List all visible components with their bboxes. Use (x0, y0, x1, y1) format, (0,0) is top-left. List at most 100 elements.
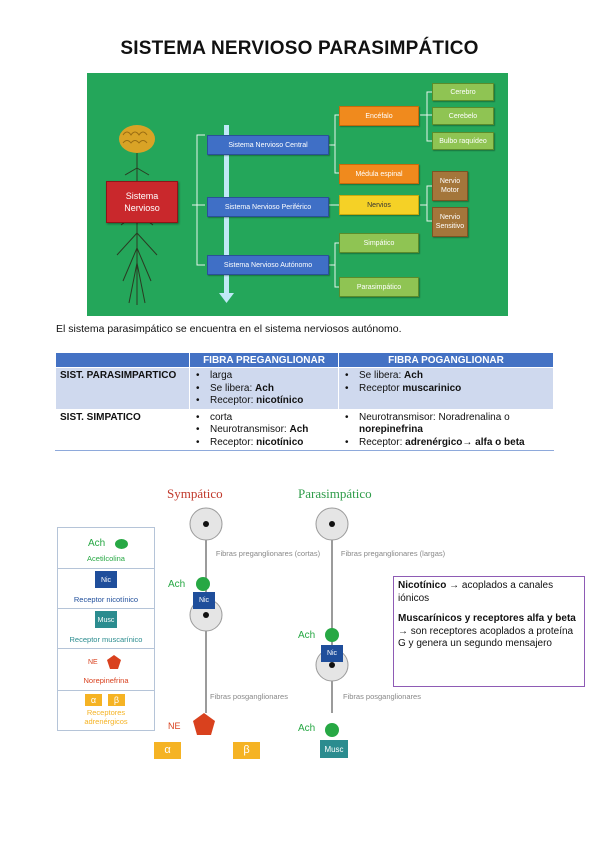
node-nervio-motor: Nervio Motor (432, 171, 468, 201)
table-header-empty (55, 352, 190, 368)
sym-ne-label: NE (168, 721, 181, 731)
fibras-pre-largas-label: Fibras preganglionares (largas) (340, 549, 446, 558)
node-parasimpatico: Parasimpático (339, 277, 419, 297)
table-header-post: FIBRA POGANGLIONAR (338, 352, 554, 368)
receptor-note-box: Nicotínico → acoplados a canales iónicos… (393, 576, 585, 687)
para-ach-dot-icon (325, 628, 339, 642)
node-nervio-sensitivo-label: Nervio Sensitivo (435, 214, 465, 230)
node-root: Sistema Nervioso (106, 181, 178, 223)
ach-dot-icon (115, 539, 128, 549)
encefalo-bracket (420, 91, 432, 142)
intro-text: El sistema parasimpático se encuentra en… (56, 323, 402, 335)
sympathetic-title: Sympático (167, 486, 223, 501)
list-item: Receptor muscarinico (345, 383, 549, 396)
node-cerebro-label: Cerebro (450, 88, 476, 96)
note-nicotinico: Nicotínico → acoplados a canales iónicos (398, 580, 554, 604)
node-root-label: Sistema Nervioso (124, 191, 160, 213)
ne-pentagon-icon (107, 655, 121, 669)
node-autonomo-label: Sistema Nervioso Autónomo (223, 261, 313, 269)
legend-nic-label: Receptor nicotínico (73, 595, 139, 604)
node-central: Sistema Nervioso Central (207, 135, 329, 155)
legend-ach-label: Ach (88, 538, 106, 549)
node-nervios: Nervios (339, 195, 419, 215)
node-cerebelo: Cerebelo (432, 107, 494, 125)
sym-ach-dot-icon (196, 577, 210, 591)
page-title: SISTEMA NERVIOSO PARASIMPÁTICO (120, 38, 479, 59)
list-item: Se libera: Ach (196, 383, 334, 396)
note-muscarinicos: Muscarínicos y receptores alfa y beta → … (398, 613, 576, 649)
node-periferico: Sistema Nervioso Periférico (207, 197, 329, 217)
legend-acetilcolina-label: Acetilcolina (87, 554, 125, 563)
node-medula: Médula espinal (339, 164, 419, 184)
row-label: SIST. SIMPATICO (55, 408, 190, 451)
list-item: corta (196, 412, 334, 425)
list-item: Receptor: nicotínico (196, 437, 334, 450)
para-neuron-1 (315, 507, 349, 541)
node-medula-label: Médula espinal (355, 170, 403, 178)
legend-adrenergic: α β Receptores adrenérgicos (58, 690, 154, 730)
table-row: SIST. SIMPATICO corta Neurotransmisor: A… (55, 408, 554, 451)
node-nervio-motor-label: Nervio Motor (439, 178, 461, 194)
spinal-nerves-icon (116, 153, 158, 305)
legend-nic: Nic Receptor nicotínico (58, 568, 154, 609)
para-musc-receptor: Musc (320, 740, 348, 758)
parasympathetic-title: Parasimpático (298, 486, 372, 501)
sym-ne-pentagon-icon (193, 713, 215, 735)
para-ach-dot2-icon (325, 723, 339, 737)
table-header-pre: FIBRA PREGANGLIONAR (189, 352, 339, 368)
list-item: Neurotransmisor: Noradrenalina o norepin… (345, 412, 549, 437)
node-central-label: Sistema Nervioso Central (228, 141, 308, 149)
sym-nic-receptor: Nic (193, 592, 215, 609)
legend-musc-label: Receptor muscarínico (69, 635, 143, 644)
para-ach2-label: Ach (298, 723, 316, 734)
nervous-system-diagram: Sistema Nervioso Sistema Nervioso Centra… (87, 73, 508, 316)
sym-beta-receptor: β (233, 742, 260, 759)
neuron-pathways (189, 507, 349, 737)
list-item: Neurotransmisor: Ach (196, 424, 334, 437)
para-nic-receptor: Nic (321, 645, 343, 662)
cell-post: Neurotransmisor: Noradrenalina o norepin… (338, 408, 554, 451)
legend-adrenergic-label: Receptores adrenérgicos (84, 708, 128, 726)
node-simpatico: Simpático (339, 233, 419, 253)
node-parasimpatico-label: Parasimpático (356, 283, 402, 291)
list-item: Receptor: adrenérgico→ alfa o beta (345, 437, 549, 450)
legend-ach: Ach Acetilcolina (58, 528, 154, 569)
cell-pre: larga Se libera: Ach Receptor: nicotínic… (189, 367, 339, 410)
legend-musc: Musc Receptor muscarínico (58, 608, 154, 649)
central-bracket (329, 114, 339, 174)
autonomo-bracket (329, 242, 339, 288)
vertical-arrow-head (219, 293, 234, 303)
beta-receptor-icon: β (108, 694, 125, 706)
table-header-row: FIBRA PREGANGLIONAR FIBRA POGANGLIONAR (55, 352, 554, 368)
node-cerebro: Cerebro (432, 83, 494, 101)
fibras-pos-para-label: Fibras posganglionares (343, 692, 421, 701)
node-encefalo-label: Encéfalo (365, 112, 393, 120)
sym-alpha-receptor: α (154, 742, 181, 759)
musc-receptor-icon: Musc (95, 611, 117, 628)
list-item: larga (196, 370, 334, 383)
fibras-pos-sym-label: Fibras posganglionares (210, 692, 288, 701)
node-nervios-label: Nervios (367, 201, 391, 209)
nic-receptor-icon: Nic (95, 571, 117, 588)
fibras-pre-cortas-label: Fibras preganglionares (cortas) (215, 549, 321, 558)
alpha-receptor-icon: α (85, 694, 102, 706)
root-bracket (192, 134, 205, 266)
table-row: SIST. PARASIMPARTICO larga Se libera: Ac… (55, 367, 554, 410)
comparison-table: FIBRA PREGANGLIONAR FIBRA POGANGLIONAR S… (55, 352, 554, 451)
cell-post: Se libera: Ach Receptor muscarinico (338, 367, 554, 410)
node-autonomo: Sistema Nervioso Autónomo (207, 255, 329, 275)
legend-ne: NE Norepinefrina (58, 648, 154, 691)
nervios-bracket (420, 185, 432, 222)
node-cerebelo-label: Cerebelo (448, 112, 478, 120)
sym-neuron-1 (189, 507, 223, 541)
para-ach-label: Ach (298, 630, 316, 641)
legend-ne-label: NE (88, 659, 98, 666)
legend-box: Ach Acetilcolina Nic Receptor nicotínico… (57, 527, 155, 731)
node-nervio-sensitivo: Nervio Sensitivo (432, 207, 468, 237)
sym-ach-label: Ach (168, 579, 186, 590)
cell-pre: corta Neurotransmisor: Ach Receptor: nic… (189, 408, 339, 451)
brain-icon (119, 125, 155, 153)
node-bulbo-label: Bulbo raquídeo (439, 137, 487, 145)
node-simpatico-label: Simpático (363, 239, 395, 247)
list-item: Se libera: Ach (345, 370, 549, 383)
